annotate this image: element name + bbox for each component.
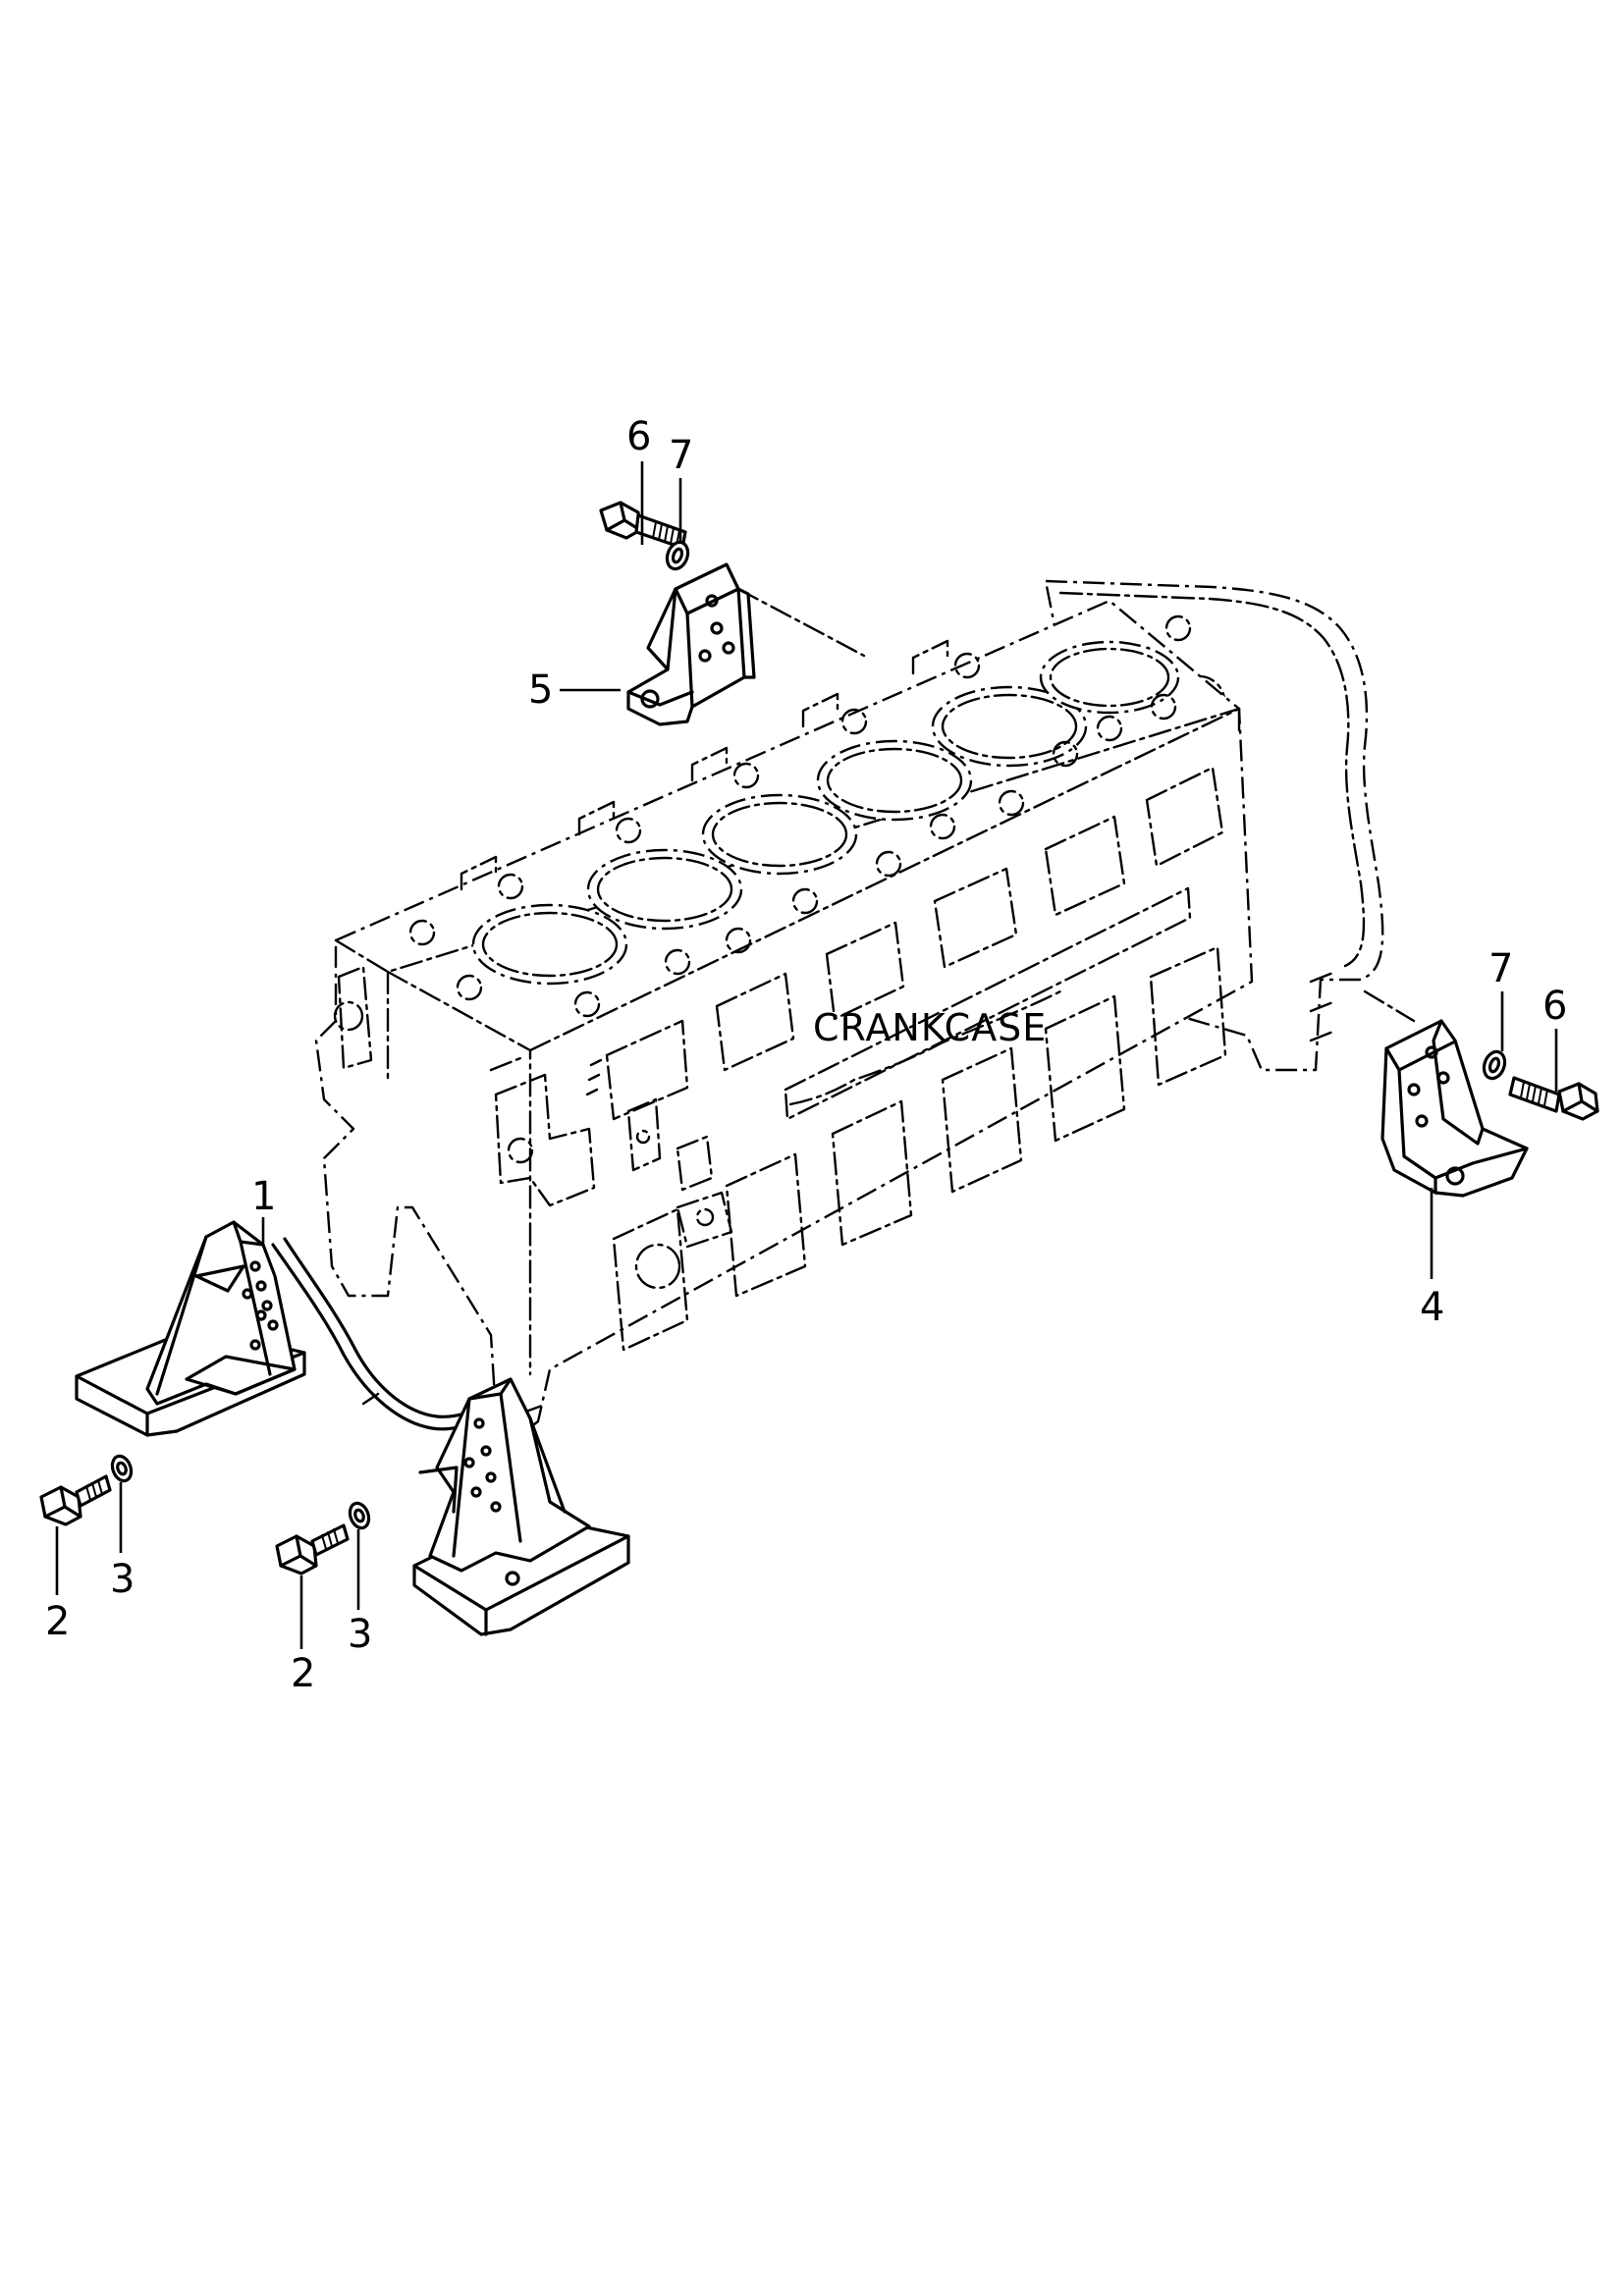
callout-4: 4 xyxy=(1420,1285,1444,1330)
right-washer xyxy=(1482,1049,1507,1081)
leader-lines xyxy=(55,461,1558,1649)
callout-1: 1 xyxy=(251,1174,276,1219)
lower-middle-washer xyxy=(348,1501,371,1530)
lower-left-bolt xyxy=(39,1474,112,1526)
upper-washer xyxy=(665,540,690,571)
engine-mounts xyxy=(75,1220,630,1636)
callout-2-left: 2 xyxy=(45,1599,70,1644)
callout-7-upper: 7 xyxy=(669,433,693,478)
right-bolt xyxy=(1508,1076,1599,1121)
lower-middle-bolt xyxy=(275,1523,350,1575)
lower-left-washer xyxy=(110,1454,134,1483)
callout-7-right: 7 xyxy=(1488,946,1513,991)
callout-6-upper: 6 xyxy=(626,414,651,459)
upper-bracket xyxy=(626,562,756,726)
crankcase-outline xyxy=(314,579,1384,1445)
crankcase-label: CRANKCASE xyxy=(813,1006,1047,1049)
callout-5: 5 xyxy=(528,667,553,713)
right-bracket xyxy=(1380,1019,1529,1198)
callout-6-right: 6 xyxy=(1542,984,1567,1029)
callout-3-left: 3 xyxy=(110,1557,135,1602)
callout-2-middle: 2 xyxy=(291,1651,315,1696)
callout-3-middle: 3 xyxy=(348,1612,372,1657)
